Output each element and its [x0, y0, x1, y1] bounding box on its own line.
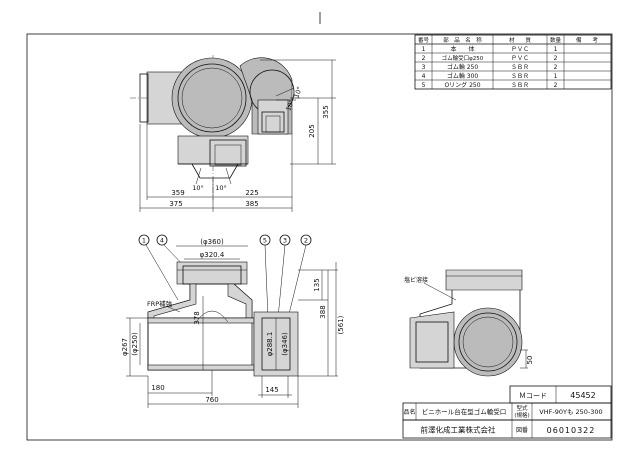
table-row-3-no: 3 — [422, 64, 426, 71]
mcode-label: Ｍコード — [519, 392, 547, 400]
front-dim-135: 135 — [313, 278, 321, 291]
front-dim-250: (φ250) — [131, 332, 139, 356]
top-angle-lower: 10° — [284, 99, 295, 113]
table-row-5-no: 5 — [422, 82, 426, 89]
table-row-1-no: 1 — [422, 46, 426, 53]
table-row-4-material: ＳＢＲ — [511, 73, 529, 80]
top-dim-225: 225 — [245, 189, 258, 197]
parts-table: 番号 部 品 名 称 材 質 数量 備 考 1 本 体 ＰＶＣ 1 2 ゴム輪受… — [414, 34, 612, 90]
front-dim-320: φ320.4 — [200, 251, 225, 259]
table-header-qty: 数量 — [550, 36, 562, 44]
top-dim-205: 205 — [308, 124, 316, 137]
model-label-1: 型式 — [516, 404, 528, 412]
table-row-2-no: 2 — [422, 55, 426, 62]
table-row-5-qty: 2 — [554, 82, 558, 89]
table-row-1-qty: 1 — [554, 46, 558, 53]
top-angle-left: 10° — [192, 184, 204, 192]
front-dim-378: 378 — [193, 311, 201, 324]
front-dim-145: 145 — [265, 386, 278, 394]
front-dim-267: φ267 — [121, 338, 129, 356]
balloon-4 — [156, 234, 168, 246]
company-name: 前澤化成工業株式会社 — [421, 425, 496, 435]
name-label: 品名 — [403, 408, 415, 416]
table-row-1-material: ＰＶＣ — [511, 46, 529, 53]
table-row-3-material: ＳＢＲ — [511, 64, 529, 71]
table-header-material: 材 質 — [509, 36, 532, 44]
top-dim-359: 359 — [171, 189, 184, 197]
drawing-value: 06010322 — [547, 426, 596, 435]
table-header-no: 番号 — [418, 37, 430, 44]
iso-dim-50: 50 — [526, 356, 534, 365]
table-row-4-name: ゴム輪 300 — [447, 72, 479, 80]
balloon-1-label: 1 — [142, 237, 146, 245]
model-value: VHF-90Yも 250-300 — [539, 408, 602, 416]
top-dim-375: 375 — [169, 200, 182, 208]
title-block: Ｍコード 45452 品名 ビニホール台在型ゴム輪受口 型式 (規格) VHF-… — [402, 385, 612, 439]
front-dim-360: (φ360) — [200, 238, 224, 246]
table-row-2-material: ＰＶＣ — [511, 55, 529, 62]
table-row-3-qty: 2 — [554, 64, 558, 71]
front-dim-346: (φ346) — [281, 332, 289, 356]
table-row-3-name: ゴム輪 250 — [447, 63, 479, 71]
mcode-value: 45452 — [570, 391, 595, 400]
balloon-4-label: 4 — [160, 237, 164, 245]
top-dim-355: 355 — [322, 105, 330, 118]
table-row-5-name: Oリング 250 — [444, 81, 480, 89]
iso-view: 塩ビ溶接 50 — [404, 269, 534, 377]
table-row-4-no: 4 — [422, 73, 426, 80]
top-angle-upper: 10° — [292, 86, 303, 100]
table-row-5-material: ＳＢＲ — [511, 82, 529, 89]
front-dim-180: 180 — [151, 384, 164, 392]
model-label-2: (規格) — [514, 411, 529, 419]
table-row-2-name: ゴム輪受口φ250 — [442, 54, 484, 62]
table-header-notes: 備 考 — [576, 36, 599, 44]
top-dim-385: 385 — [245, 200, 258, 208]
balloon-1 — [138, 234, 150, 246]
balloon-5-label: 5 — [263, 237, 267, 245]
name-value: ビニホール台在型ゴム輪受口 — [422, 407, 507, 416]
table-header-name: 部 品 名 称 — [443, 36, 482, 44]
top-view: 10° 10° 10° 10° 205 355 359 225 375 385 — [130, 55, 336, 212]
front-dim-288: φ288.1 — [266, 332, 274, 357]
drawing-label: 図番 — [516, 427, 528, 434]
balloon-2-label: 2 — [304, 237, 308, 245]
balloon-3-label: 3 — [283, 237, 287, 245]
front-dim-388: 388 — [319, 305, 327, 318]
drawing-border — [26, 33, 613, 441]
front-dim-760: 760 — [205, 396, 218, 404]
front-view: 1 4 5 3 2 (φ360) φ320.4 FRP補強 — [121, 234, 345, 408]
front-dim-561: (561) — [337, 315, 345, 334]
table-row-4-qty: 1 — [554, 73, 558, 80]
table-row-1-name: 本 体 — [450, 45, 474, 53]
table-row-2-qty: 2 — [554, 55, 558, 62]
frp-label: FRP補強 — [147, 299, 173, 308]
top-angle-right: 10° — [215, 184, 227, 192]
iso-weld-label: 塩ビ溶接 — [404, 276, 428, 284]
